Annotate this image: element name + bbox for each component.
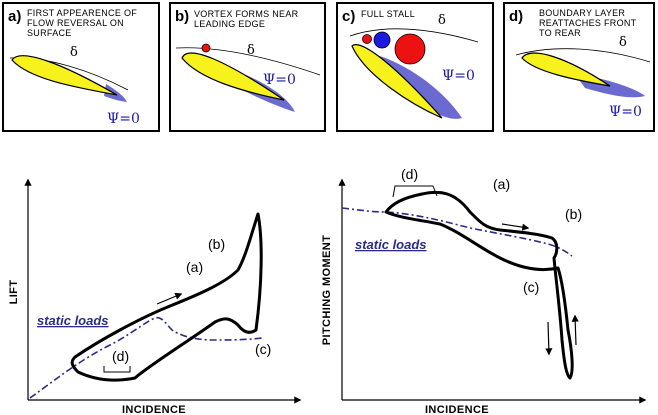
panel-b-letter: b) xyxy=(175,8,189,25)
moment-y-label: PITCHING MOMENT xyxy=(321,235,333,346)
moment-hysteresis-loop xyxy=(384,190,574,380)
panel-c-frame xyxy=(336,2,494,132)
moment-static-label: static loads xyxy=(355,237,427,252)
lift-hysteresis-loop xyxy=(70,212,263,382)
moment-direction-arrow-1 xyxy=(501,223,530,231)
panel-b-airfoil xyxy=(181,52,285,101)
panel-a-delta: δ xyxy=(70,45,78,60)
panel-a: a) FIRST APPEARENCE OF FLOW REVERSAL ON … xyxy=(2,2,160,132)
panel-d: d) BOUNDARY LAYER REATTACHES FRONT TO RE… xyxy=(503,2,655,132)
panel-d-caption-line-3: TO REAR xyxy=(539,28,581,38)
panel-d-letter: d) xyxy=(509,8,523,25)
moment-point-d: (d) xyxy=(401,166,418,182)
panel-c-bl-edge xyxy=(349,28,479,43)
panel-d-psi: Ψ=0 xyxy=(609,104,642,120)
panel-a-caption-line-1: FIRST APPEARENCE OF xyxy=(27,8,137,18)
moment-bracket-d xyxy=(392,185,438,198)
panel-d-caption-line-2: REATTACHES FRONT xyxy=(539,18,637,28)
moment-plot: PITCHING MOMENT INCIDENCE static loads (… xyxy=(321,166,647,415)
lift-x-label: INCIDENCE xyxy=(122,404,186,415)
lift-point-a: (a) xyxy=(186,259,203,275)
panel-d-delta: δ xyxy=(619,35,627,50)
panel-c-psi: Ψ=0 xyxy=(442,68,475,84)
panel-b: b) VORTEX FORMS NEAR LEADING EDGE δ Ψ=0 xyxy=(169,2,326,132)
panel-d-caption-line-1: BOUNDARY LAYER xyxy=(539,8,625,18)
panel-c-airfoil xyxy=(351,44,443,119)
lift-static-label: static loads xyxy=(37,313,109,328)
moment-point-a: (a) xyxy=(493,176,510,192)
panel-b-caption-line-1: VORTEX FORMS NEAR xyxy=(194,9,299,19)
panel-c-letter: c) xyxy=(342,8,355,25)
panel-a-caption-line-3: SURFACE xyxy=(27,28,72,38)
panel-a-letter: a) xyxy=(8,8,21,25)
panel-b-caption-line-2: LEADING EDGE xyxy=(194,19,265,29)
panel-c-delta: δ xyxy=(438,13,446,28)
panel-b-psi: Ψ=0 xyxy=(263,72,296,88)
panel-b-bl-edge xyxy=(175,47,321,76)
moment-point-c: (c) xyxy=(523,279,539,295)
panel-c-caption-line-1: FULL STALL xyxy=(361,9,415,19)
lift-plot: LIFT INCIDENCE static loads (a) (b) (c) … xyxy=(8,178,302,415)
lift-point-d: (d) xyxy=(112,348,129,364)
panel-c-vortex-large xyxy=(394,33,426,65)
panel-c: c) FULL STALL δ Ψ=0 xyxy=(336,2,494,132)
moment-x-label: INCIDENCE xyxy=(425,404,489,415)
moment-point-b: (b) xyxy=(565,206,582,222)
panel-b-delta: δ xyxy=(247,43,255,58)
panel-a-caption-line-2: FLOW REVERSAL ON xyxy=(27,18,124,28)
panel-d-airfoil xyxy=(521,52,611,87)
panel-a-psi: Ψ=0 xyxy=(107,111,140,127)
panel-c-vortex-small xyxy=(362,34,372,44)
panel-a-airfoil xyxy=(11,55,118,96)
lift-static-curve xyxy=(29,316,263,399)
lift-y-label: LIFT xyxy=(8,280,20,305)
panel-d-bl-edge xyxy=(515,48,651,63)
moment-direction-arrow-2 xyxy=(545,321,553,356)
lift-point-b: (b) xyxy=(208,236,225,252)
lift-point-c: (c) xyxy=(255,341,271,357)
moment-static-curve xyxy=(341,207,573,257)
lift-direction-arrow xyxy=(156,292,183,305)
panel-b-vortex xyxy=(201,43,211,53)
moment-direction-arrow-3 xyxy=(571,314,579,346)
panel-a-separated-region xyxy=(104,84,127,102)
panel-c-vortex-blue xyxy=(373,31,391,49)
lift-bracket-d xyxy=(103,366,131,373)
